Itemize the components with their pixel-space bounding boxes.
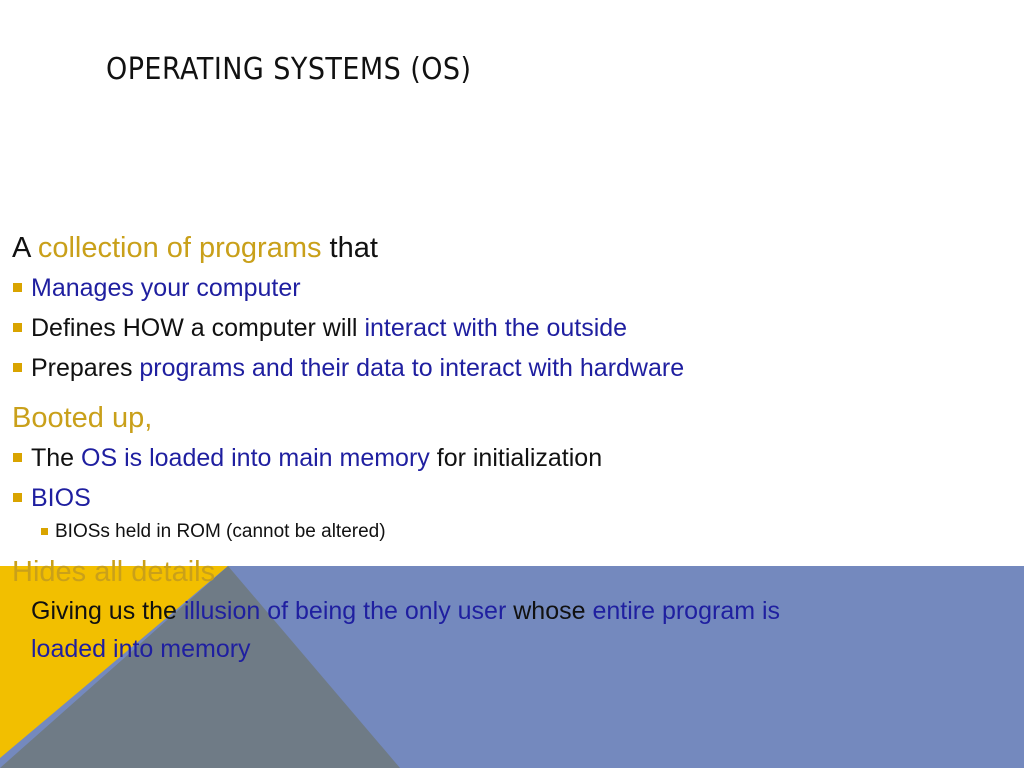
highlight-collection: collection of programs bbox=[37, 232, 322, 264]
sub-bullet-bios-rom: BIOSs held in ROM (cannot be altered) bbox=[12, 518, 1012, 546]
bullet-defines: Defines HOW a computer will interact wit… bbox=[12, 308, 1012, 348]
illusion-text: Giving us the illusion of being the only… bbox=[31, 597, 781, 663]
yellow-triangle bbox=[0, 566, 228, 758]
heading-hides-details: Hides all details bbox=[12, 556, 216, 588]
slide-title: OPERATING SYSTEMS (OS) bbox=[106, 52, 472, 87]
grey-triangle bbox=[0, 566, 400, 768]
slide-content: A collection of programs that Manages yo… bbox=[12, 228, 1012, 668]
bullet-manages: Manages your computer bbox=[12, 268, 1012, 308]
bullet-os-loaded: The OS is loaded into main memory for in… bbox=[12, 438, 1012, 478]
bullet-bios: BIOS bbox=[12, 478, 1012, 518]
bullet-prepares: Prepares programs and their data to inte… bbox=[12, 348, 1012, 388]
heading-booted-up: Booted up, bbox=[12, 402, 153, 434]
intro-line: A collection of programs that bbox=[12, 232, 378, 264]
